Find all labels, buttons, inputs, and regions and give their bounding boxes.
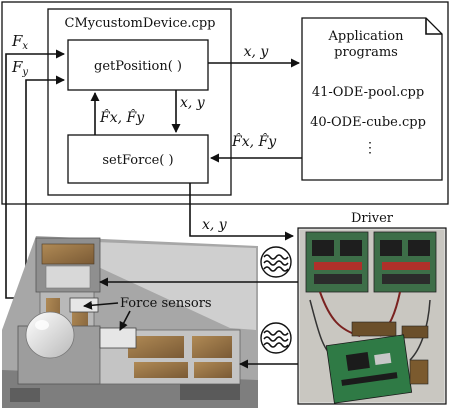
get-position-label: getPosition( ): [94, 59, 182, 74]
label-fy: Fy: [11, 58, 28, 78]
app-box: [301, 17, 443, 181]
label-fx: Fx: [11, 32, 28, 52]
app-box-fold: [425, 18, 442, 35]
app-file-1: 41-ODE-pool.cpp: [312, 85, 424, 100]
app-title-2: programs: [334, 45, 398, 60]
label-fhat-app: F̂x, F̂y: [231, 132, 277, 150]
device-photo: [2, 236, 258, 408]
set-force-label: setForce( ): [102, 153, 173, 168]
device-box-title: CMycustomDevice.cpp: [65, 16, 216, 31]
label-xy-down: x, y: [180, 95, 206, 111]
wave-icon: [260, 322, 292, 354]
label-fhat-inner: F̂x, F̂y: [99, 108, 145, 126]
arrow-xy-to-driver: [189, 183, 294, 241]
label-xy-driver: x, y: [202, 217, 228, 233]
set-force-box: [67, 134, 209, 184]
app-title-1: Application: [328, 29, 405, 44]
driver-label: Driver: [351, 211, 394, 226]
software-frame: [1, 1, 449, 205]
app-ellipsis: ⋮: [363, 140, 377, 156]
force-sensors-label: Force sensors: [120, 296, 212, 311]
wave-icon: [260, 246, 292, 278]
app-file-2: 40-ODE-cube.cpp: [310, 115, 426, 130]
get-position-box: [67, 39, 209, 91]
sensor-pointer-2: [119, 310, 131, 331]
driver-photo: [297, 227, 447, 405]
fx-line: [5, 49, 65, 299]
sensor-pointer-1: [83, 300, 119, 310]
label-xy-right: x, y: [244, 44, 270, 60]
